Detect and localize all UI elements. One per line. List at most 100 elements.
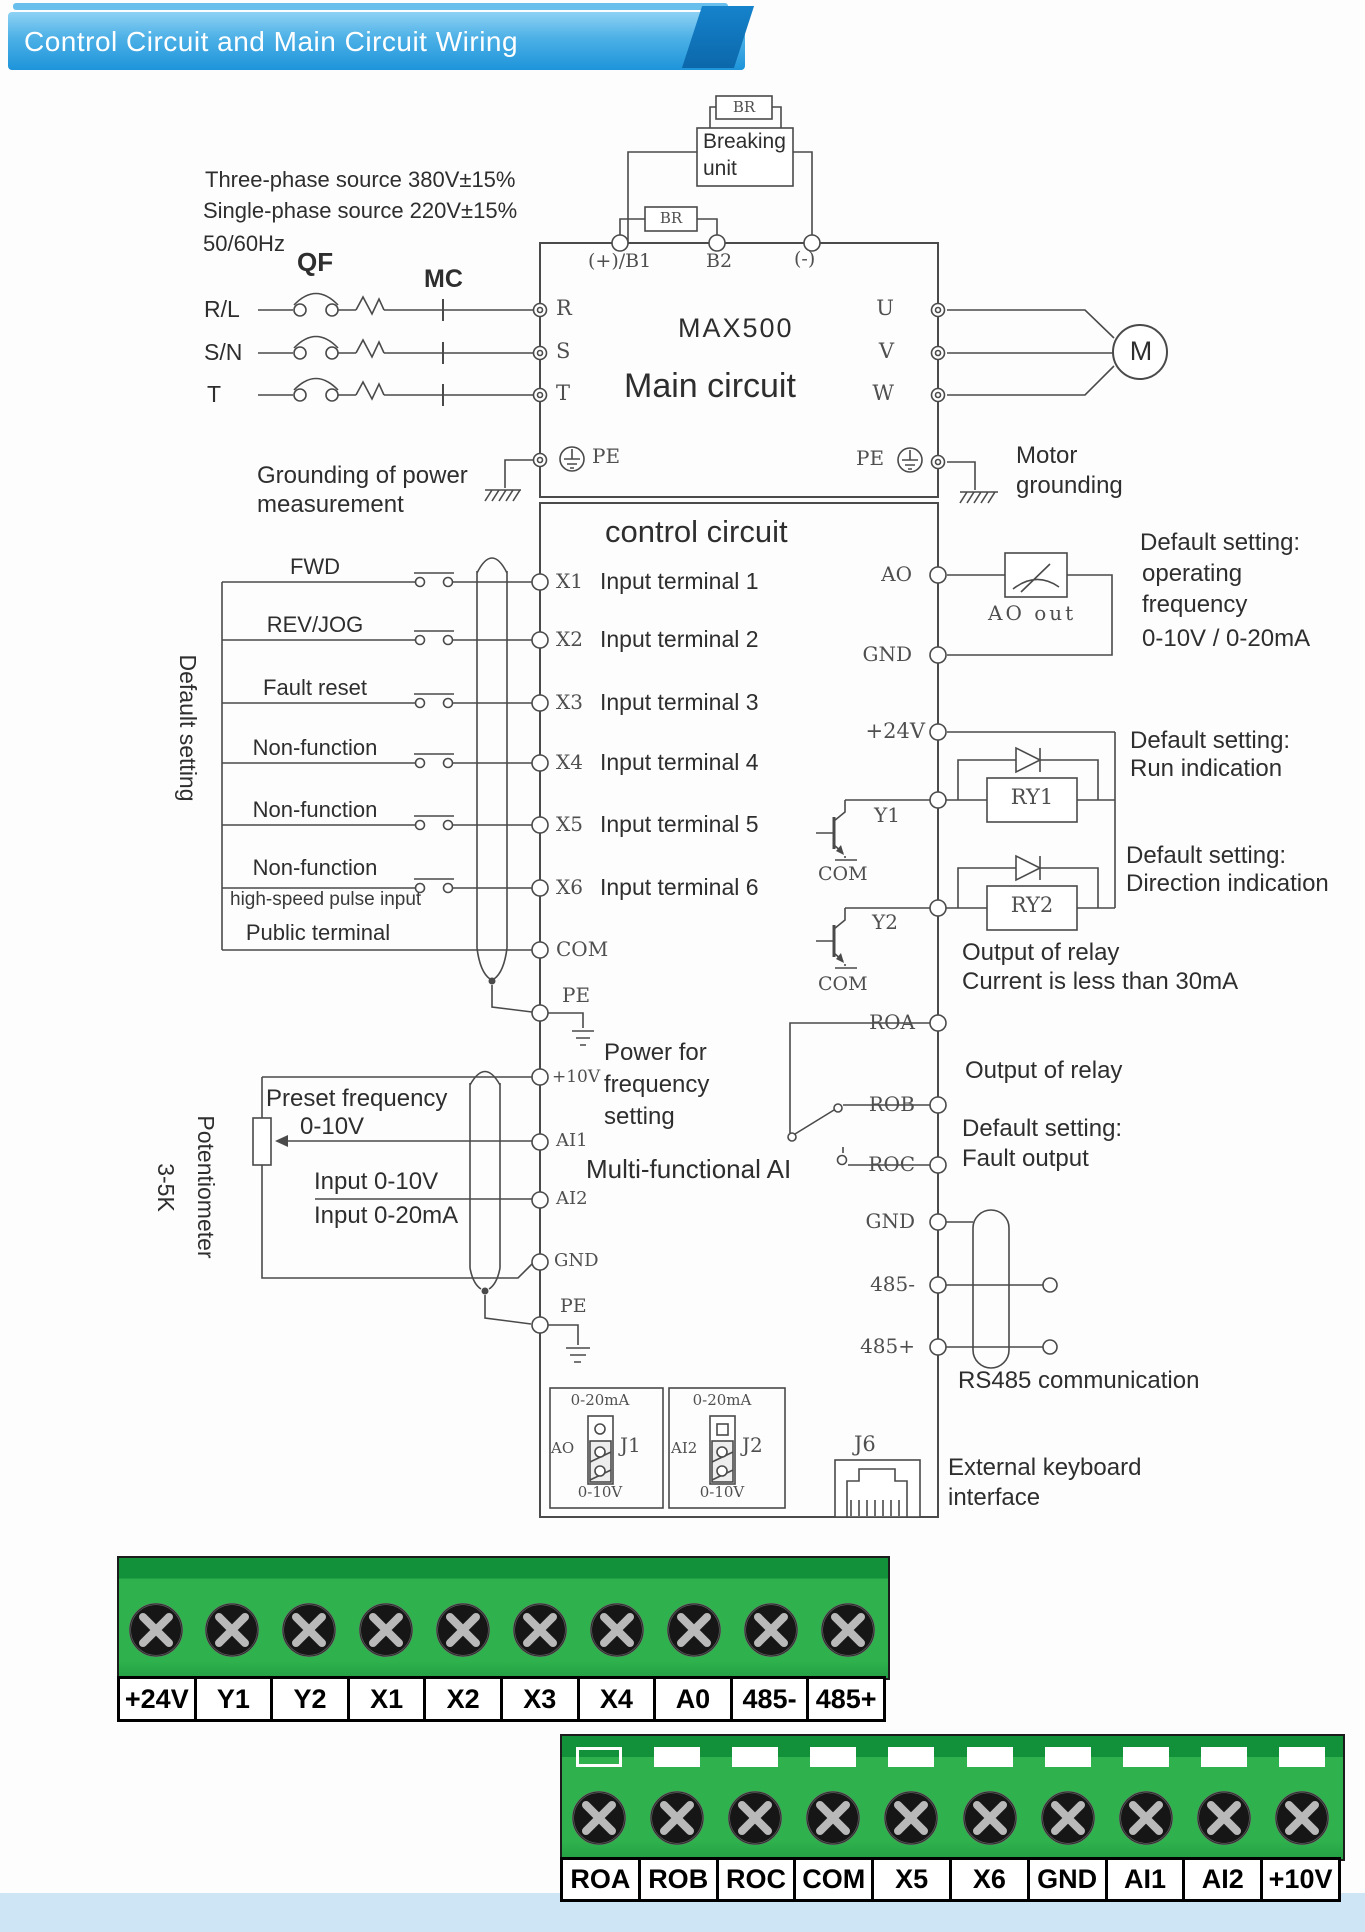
slot-cell: [872, 1742, 950, 1772]
terminal-plus24v: +24V: [865, 719, 925, 743]
strip1-label: X3: [499, 1679, 577, 1719]
terminal-plus10v: +10V: [552, 1067, 601, 1087]
wire-slot: [966, 1747, 1013, 1767]
strip1-label: 485-: [729, 1679, 807, 1719]
strip2-label: +10V: [1260, 1860, 1338, 1899]
strip2-label: ROA: [570, 1864, 631, 1894]
relay-current-line1: Output of relay: [962, 939, 1120, 966]
terminal-s: S: [556, 339, 571, 363]
strip2-label: GND: [1026, 1860, 1105, 1899]
source-line-3: 50/60Hz: [203, 231, 285, 256]
wire-slot: [1122, 1747, 1169, 1767]
ao-note-line1: Default setting:: [1140, 529, 1301, 556]
ry1-label: RY1: [1010, 785, 1054, 809]
terminal-x5: X5: [556, 812, 583, 836]
terminal-gnd2: GND: [865, 1209, 915, 1233]
dir-note-line2: Direction indication: [1126, 870, 1329, 897]
terminal-pe-low: PE: [560, 1295, 587, 1317]
slot-cell: [950, 1742, 1028, 1772]
source-line-1: Three-phase source 380V±15%: [205, 167, 516, 192]
strip1-label: Y1: [193, 1679, 271, 1719]
input-desc-6: Input terminal 6: [600, 874, 759, 900]
wire-slot: [654, 1747, 701, 1767]
power-freq-line3: setting: [604, 1103, 675, 1130]
terminal-plus-b1: (+)/B1: [588, 250, 652, 272]
public-terminal-label: Public terminal: [245, 920, 391, 945]
relay-out-label: Output of relay: [965, 1057, 1123, 1084]
motor-m: M: [1129, 336, 1153, 366]
motor-grounding-line1: Motor: [1016, 442, 1078, 469]
slot-cell: [716, 1742, 794, 1772]
qf-label: QF: [297, 247, 334, 277]
j2-name: J2: [742, 1433, 763, 1457]
terminal-strip-2-slots: [560, 1742, 1341, 1772]
input-func-5: Non-function: [252, 797, 378, 822]
keyboard-line2: interface: [948, 1484, 1041, 1511]
transistor-y1: [816, 800, 857, 861]
terminal-r: R: [556, 296, 572, 320]
wire-slot: [576, 1747, 623, 1767]
terminal-roa: ROA: [869, 1010, 915, 1034]
terminal-rob: ROB: [868, 1092, 915, 1116]
source-line-2: Single-phase source 220V±15%: [203, 198, 518, 223]
ao-note-line3: frequency: [1142, 591, 1248, 618]
phase-s: S/N: [204, 339, 243, 365]
terminal-strip-1: [117, 1556, 890, 1680]
pe-label-right: PE: [856, 446, 885, 470]
relay-current-line2: Current is less than 30mA: [962, 968, 1239, 995]
strip1-label: X1: [346, 1679, 424, 1719]
input-0-20ma-label: Input 0-20mA: [314, 1202, 459, 1229]
phase-r: R/L: [204, 296, 240, 322]
run-note-line2: Run indication: [1130, 755, 1283, 782]
input-func-4: Non-function: [252, 735, 378, 760]
strip2-label: X6: [948, 1860, 1027, 1899]
strip1-label: 485+: [806, 1679, 883, 1719]
slot-cell: [794, 1742, 872, 1772]
terminal-y2: Y2: [872, 910, 898, 934]
pe-ground-right: [897, 447, 998, 504]
strip2-label: ROB: [637, 1860, 716, 1899]
terminal-ai2: AI2: [556, 1188, 588, 1209]
slot-cell: [638, 1742, 716, 1772]
strip1-label: X2: [423, 1679, 500, 1719]
pe-ground-control-1: [548, 1012, 594, 1046]
breaking-unit-line1: Breaking: [703, 130, 786, 153]
transistor-y2: [816, 908, 857, 969]
j1-left-label: AO: [551, 1439, 575, 1457]
terminal-gnd-left: GND: [554, 1250, 599, 1271]
j2-bottom-label: 0-10V: [699, 1483, 745, 1501]
control-terminals-right: [929, 566, 947, 1356]
input-func-2: REV/JOG: [266, 612, 364, 637]
terminal-strip-1-labels: +24V Y1 Y2 X1 X2 X3 X4 A0 485- 485+: [117, 1676, 886, 1722]
pe-ground-left: [484, 446, 585, 502]
ground-left-line1: Grounding of power: [257, 462, 468, 489]
terminal-ai1: AI1: [556, 1130, 588, 1151]
terminal-v: V: [878, 339, 894, 363]
slot-cell: [560, 1742, 638, 1772]
strip1-label: +24V: [124, 1683, 189, 1714]
page-title: Control Circuit and Main Circuit Wiring: [24, 26, 519, 57]
input-desc-4: Input terminal 4: [600, 749, 759, 775]
terminal-x1: X1: [556, 569, 583, 593]
com-label-1: COM: [818, 863, 868, 885]
control-title: control circuit: [605, 514, 788, 549]
wire-slot: [1044, 1747, 1091, 1767]
multi-functional-ai-label: Multi-functional AI: [586, 1154, 792, 1184]
potentiometer-vertical: Potentiometer: [193, 1115, 219, 1259]
shielded-cable-inputs: [476, 557, 533, 1013]
header-accent-strip: [13, 3, 728, 10]
strip2-label: COM: [793, 1860, 871, 1899]
input-func-3: Fault reset: [263, 675, 367, 700]
input-0-10v-label: Input 0-10V: [314, 1168, 439, 1195]
preset-freq-line2: 0-10V: [300, 1113, 365, 1140]
pe-label-left: PE: [592, 444, 621, 468]
input-func-6: Non-function: [252, 855, 378, 880]
ao-note-line2: operating: [1142, 560, 1243, 587]
com-label-2: COM: [818, 973, 868, 995]
strip2-label: AI1: [1104, 1860, 1183, 1899]
ry2-label: RY2: [1010, 893, 1054, 917]
terminal-t: T: [556, 381, 571, 405]
terminal-x3: X3: [556, 690, 583, 714]
control-terminals-left: [531, 573, 549, 1334]
